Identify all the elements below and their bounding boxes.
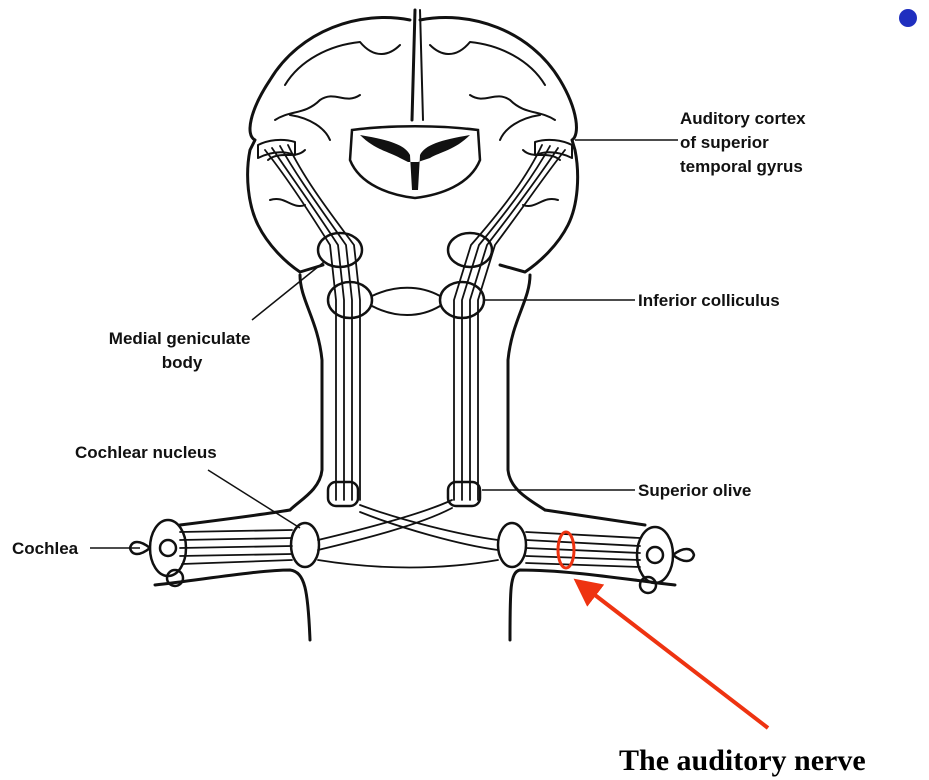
right-auditory-nerve [526,532,640,567]
label-inferior-colliculus: Inferior colliculus [638,291,780,310]
left-cochlear-nucleus [291,523,319,567]
label-superior-olive: Superior olive [638,481,751,500]
brain-outline [248,10,578,272]
crossing-fibers [318,500,498,568]
ventricle [350,126,480,198]
right-cochlear-nucleus [498,523,526,567]
right-superior-olive [448,482,480,506]
label-medial-geniculate: Medial geniculate body [109,329,255,372]
collicular-commissure-top [372,288,440,296]
left-superior-olive [328,482,358,506]
label-auditory-cortex: Auditory cortex of superior temporal gyr… [680,109,810,176]
cortex-terminals [258,140,572,158]
annotation-auditory-nerve: The auditory nerve [619,744,866,777]
collicular-commissure-bottom [372,306,440,315]
label-cochlear-nucleus: Cochlear nucleus [75,443,217,462]
label-cochlea: Cochlea [12,539,79,558]
annotation-arrow [578,582,768,728]
slide-bullet [899,9,917,27]
left-cochlea [130,520,186,586]
left-auditory-nerve [180,530,292,564]
